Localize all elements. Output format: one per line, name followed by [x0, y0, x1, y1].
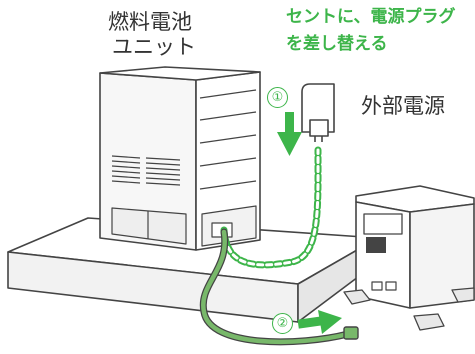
right-arrow-icon [297, 310, 342, 334]
fuel-cell-label-line2: ユニット [112, 35, 196, 59]
fuel-cell-vents [111, 155, 181, 186]
step-2-marker: ② [272, 313, 293, 334]
plug-head [343, 326, 359, 340]
fuel-cell-label-line1: 燃料電池 [108, 10, 192, 34]
fuel-cell-side-ribs [199, 89, 257, 190]
fuel-cell-unit [99, 66, 261, 251]
step-1-marker: ① [267, 87, 288, 108]
external-power-unit [343, 185, 475, 331]
down-arrow-icon [277, 112, 302, 156]
instruction-line1: セントに、電源プラグ [286, 7, 456, 27]
external-power-label: 外部電源 [361, 94, 445, 118]
wall-outlet [301, 83, 335, 142]
instruction-line2: を差し替える [286, 34, 388, 54]
